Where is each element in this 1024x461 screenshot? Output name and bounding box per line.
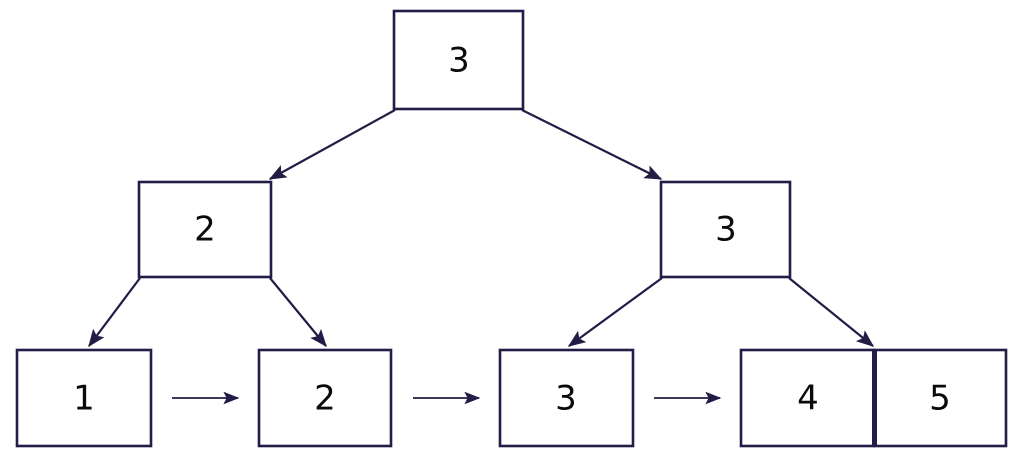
node-leaf-1-box (15, 348, 153, 448)
node-leaf-4-box (739, 348, 876, 448)
node-leaf-1[interactable]: 1 (15, 348, 153, 448)
edge-right-child-to-leaf-3 (567, 277, 663, 347)
edge-left-child-to-leaf-2 (269, 277, 327, 348)
node-internal-left-box (137, 180, 273, 279)
node-leaf-2-box (257, 348, 393, 448)
node-leaf-3-box (498, 348, 635, 448)
node-leaf-5-box (872, 348, 1008, 448)
node-root-box (392, 9, 525, 111)
edge-right-child-to-leaf-5 (788, 277, 875, 347)
node-root[interactable]: 3 (392, 9, 525, 111)
edge-left-child-to-leaf-1 (88, 277, 141, 348)
node-leaf-4[interactable]: 4 (739, 348, 876, 448)
edge-root-to-right-child (521, 109, 663, 180)
node-leaf-5[interactable]: 5 (872, 348, 1008, 448)
node-internal-left[interactable]: 2 (137, 180, 273, 279)
node-internal-right-box (659, 180, 792, 279)
tree-edges-group (88, 109, 875, 348)
edge-root-to-left-child (268, 109, 396, 180)
node-leaf-2[interactable]: 2 (257, 348, 393, 448)
node-internal-right[interactable]: 3 (659, 180, 792, 279)
node-leaf-3[interactable]: 3 (498, 348, 635, 448)
